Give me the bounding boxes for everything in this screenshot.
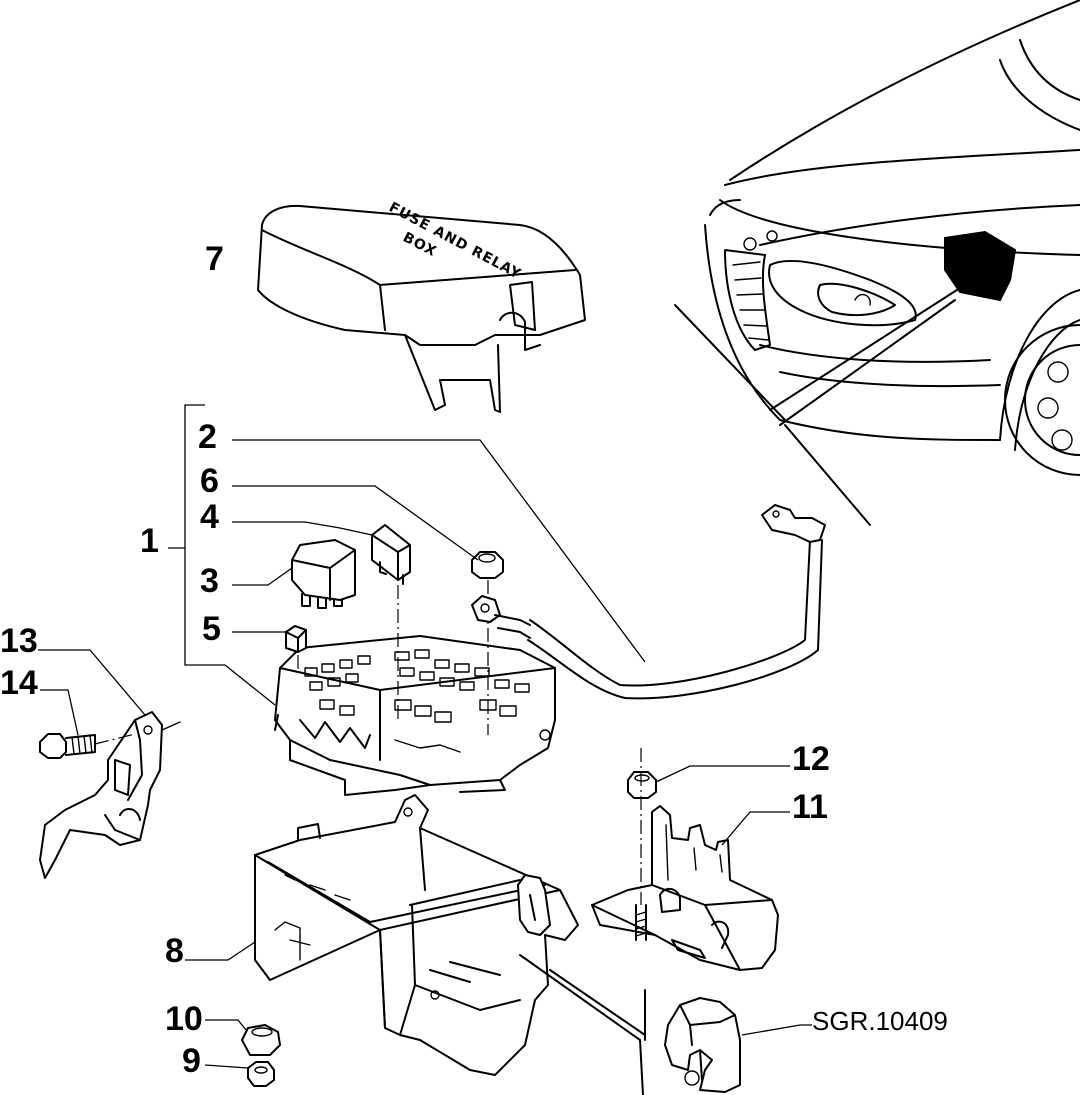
callout-7: 7 xyxy=(205,240,224,278)
leader-14 xyxy=(40,689,79,736)
fuse-part-5 xyxy=(285,625,307,653)
screw-part-14 xyxy=(39,733,136,759)
leader-8 xyxy=(185,941,256,961)
cable-part-2 xyxy=(471,504,826,700)
support-plate-part-11 xyxy=(591,805,779,971)
leader-13 xyxy=(38,649,146,716)
callout-10: 10 xyxy=(165,1000,203,1038)
callout-14: 14 xyxy=(0,664,38,702)
nut-part-12 xyxy=(627,771,657,799)
callout-8: 8 xyxy=(165,932,184,970)
grommet-part-10 xyxy=(241,1024,281,1056)
callout-1: 1 xyxy=(140,522,159,560)
callout-4: 4 xyxy=(200,498,219,536)
fuse-part-4 xyxy=(371,524,411,585)
assembly-bracket-line xyxy=(184,404,276,706)
callout-9: 9 xyxy=(182,1042,201,1080)
leader-4 xyxy=(232,521,373,536)
relay-part-3 xyxy=(291,539,356,609)
leader-12 xyxy=(655,765,790,783)
callout-11: 11 xyxy=(792,788,828,826)
callout-12: 12 xyxy=(792,740,830,778)
callout-6: 6 xyxy=(200,462,219,500)
callout-13: 13 xyxy=(0,622,38,660)
cover-part-7: FUSE AND RELAY BOX xyxy=(257,199,586,413)
leader-11 xyxy=(721,811,790,846)
ref-leader xyxy=(741,1024,812,1036)
fuse-box-location-marker xyxy=(944,230,1017,302)
detail-pointer-2 xyxy=(549,969,646,1036)
leader-2 xyxy=(232,439,646,663)
fuse-box-body xyxy=(274,635,556,796)
callout-2: 2 xyxy=(198,418,217,456)
leader-6 xyxy=(232,485,479,561)
clip-detail xyxy=(664,997,741,1093)
detail-pointer xyxy=(519,954,641,1041)
bracket-part-13 xyxy=(39,711,181,879)
detail-cut-line-a xyxy=(639,1039,644,1095)
leader-9 xyxy=(204,1064,249,1069)
car-front-illustration xyxy=(674,0,1080,526)
callout-3: 3 xyxy=(200,562,219,600)
leader-3 xyxy=(232,567,293,586)
nut-part-6 xyxy=(471,551,504,579)
callout-5: 5 xyxy=(202,610,221,648)
nut-part-9 xyxy=(247,1061,275,1087)
drawing-reference-code: SGR.10409 xyxy=(812,1006,948,1036)
leader-10 xyxy=(205,1019,247,1031)
tray-part-8 xyxy=(254,794,579,1076)
